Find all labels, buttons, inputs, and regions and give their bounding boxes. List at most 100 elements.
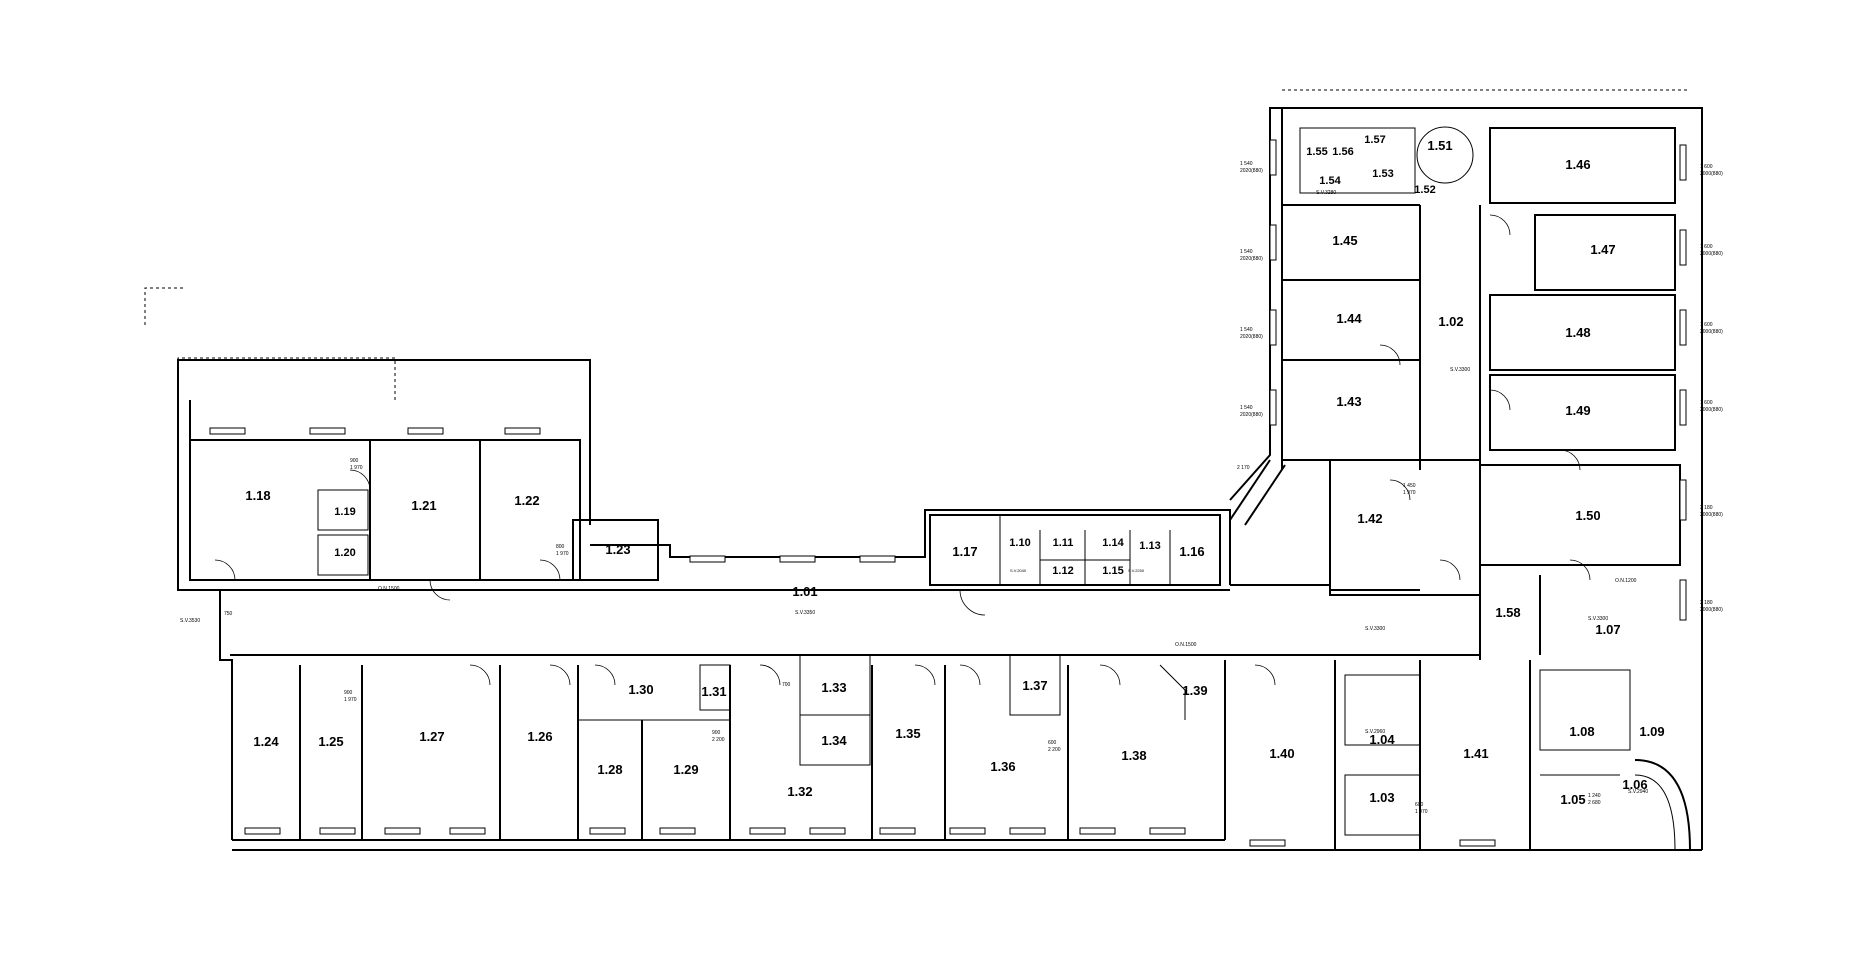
door-swing xyxy=(1439,559,1461,581)
door-swing xyxy=(349,469,371,491)
east-block-outline xyxy=(1229,107,1703,850)
room-label-1-15: 1.15 xyxy=(1102,565,1123,577)
window-note: 2 180 xyxy=(1700,505,1713,511)
room-1-49-box xyxy=(1489,374,1676,451)
window xyxy=(689,555,726,563)
room-label-1-27: 1.27 xyxy=(419,729,444,744)
door-note: 600 xyxy=(1048,740,1057,746)
window xyxy=(449,827,486,835)
door-note: 2 200 xyxy=(712,737,725,743)
level-note: O.N.1200 xyxy=(1615,578,1637,584)
door-notes: 900 1 970 800 1 970 900 1 970 700 900 2 … xyxy=(224,458,1601,815)
window xyxy=(1149,827,1186,835)
room-label-1-06: 1.06 xyxy=(1622,777,1647,792)
room-label-1-03: 1.03 xyxy=(1369,790,1394,805)
door-note: 900 xyxy=(350,458,359,464)
window xyxy=(859,555,896,563)
door-swing xyxy=(959,589,986,616)
room-label-1-37: 1.37 xyxy=(1022,678,1047,693)
window xyxy=(319,827,356,835)
left-wall xyxy=(177,400,230,591)
window xyxy=(1269,139,1277,176)
window xyxy=(779,555,816,563)
room-1-22-box xyxy=(479,439,581,581)
door-note: 600 xyxy=(1415,802,1424,808)
window xyxy=(1459,839,1496,847)
room-labels: 1.01 1.02 1.03 1.04 1.05 1.06 1.07 1.08 … xyxy=(245,134,1664,807)
level-note: O.N.1500 xyxy=(378,586,400,592)
level-notes: S.V.3530 S.V.3350 S.V.3300 S.V.3300 S.V.… xyxy=(180,190,1648,795)
level-note: S.V.3300 xyxy=(1365,626,1385,632)
room-1-19-box xyxy=(317,489,369,531)
room-label-1-45: 1.45 xyxy=(1332,233,1357,248)
room-label-1-11: 1.11 xyxy=(1053,537,1074,549)
room-label-1-14: 1.14 xyxy=(1102,537,1124,549)
room-1-46-box xyxy=(1489,127,1676,204)
door-swing xyxy=(1254,664,1276,686)
room-label-1-05: 1.05 xyxy=(1560,792,1585,807)
window-note: 2000(880) xyxy=(1700,251,1723,257)
window-note: 2020(880) xyxy=(1240,256,1263,262)
room-label-1-30: 1.30 xyxy=(628,682,653,697)
window xyxy=(1679,229,1687,266)
window-note: 2000(880) xyxy=(1700,171,1723,177)
door-swing xyxy=(1559,449,1581,471)
room-1-31-box xyxy=(699,664,731,711)
room-label-1-50: 1.50 xyxy=(1575,508,1600,523)
room-label-1-09: 1.09 xyxy=(1639,724,1664,739)
door-note: 1 240 xyxy=(1588,793,1601,799)
level-note: S.V.3280 xyxy=(1316,190,1336,196)
partitions xyxy=(189,126,1681,850)
door-note: 2 200 xyxy=(1048,747,1061,753)
angled-link-a xyxy=(1229,459,1271,521)
room-label-1-04: 1.04 xyxy=(1369,732,1395,747)
angled-link-b xyxy=(1244,464,1286,526)
window xyxy=(1079,827,1116,835)
window xyxy=(1269,224,1277,261)
room-label-1-54: 1.54 xyxy=(1319,175,1341,187)
room-label-1-07: 1.07 xyxy=(1595,622,1620,637)
room-label-1-56: 1.56 xyxy=(1332,146,1353,158)
room-label-1-31: 1.31 xyxy=(701,684,726,699)
doors xyxy=(214,214,1591,686)
level-note: O.N.1500 xyxy=(1175,642,1197,648)
room-label-1-43: 1.43 xyxy=(1336,394,1361,409)
room-label-1-20: 1.20 xyxy=(334,547,355,559)
room-label-1-18: 1.18 xyxy=(245,488,270,503)
window xyxy=(809,827,846,835)
window xyxy=(1249,839,1286,847)
room-label-1-34: 1.34 xyxy=(821,733,847,748)
room-1-37-box xyxy=(1009,654,1061,716)
door-swing xyxy=(429,579,451,601)
room-label-1-49: 1.49 xyxy=(1565,403,1590,418)
middle-north-wall xyxy=(590,509,1231,585)
room-label-1-25: 1.25 xyxy=(318,734,343,749)
window xyxy=(749,827,786,835)
door-note: 800 xyxy=(556,544,565,550)
window-note: 2 180 xyxy=(1700,600,1713,606)
room-label-1-12: 1.12 xyxy=(1052,565,1073,577)
window-note: 2020(880) xyxy=(1240,412,1263,418)
room-1-03-box xyxy=(1344,774,1421,836)
window xyxy=(407,427,444,435)
door-swing xyxy=(1489,214,1511,236)
window-notes: 1 540 2020(880) 1 540 2020(880) 1 540 20… xyxy=(1237,161,1723,613)
room-1-48-box xyxy=(1489,294,1676,371)
window-note: 1 600 xyxy=(1700,244,1713,250)
room-label-1-48: 1.48 xyxy=(1565,325,1590,340)
door-swing xyxy=(1569,559,1591,581)
exterior-walls xyxy=(144,89,1703,851)
room-label-1-28: 1.28 xyxy=(597,762,622,777)
door-swing xyxy=(914,664,936,686)
room-label-1-32: 1.32 xyxy=(787,784,812,799)
room-label-1-26: 1.26 xyxy=(527,729,552,744)
room-1-34-box xyxy=(799,714,871,766)
door-note: 2 680 xyxy=(1588,800,1601,806)
window-note: 1 540 xyxy=(1240,249,1253,255)
room-label-1-52: 1.52 xyxy=(1414,184,1435,196)
room-label-1-22: 1.22 xyxy=(514,493,539,508)
round-stair-wall xyxy=(1634,759,1691,851)
window xyxy=(949,827,986,835)
room-1-39-diag xyxy=(1159,664,1186,720)
